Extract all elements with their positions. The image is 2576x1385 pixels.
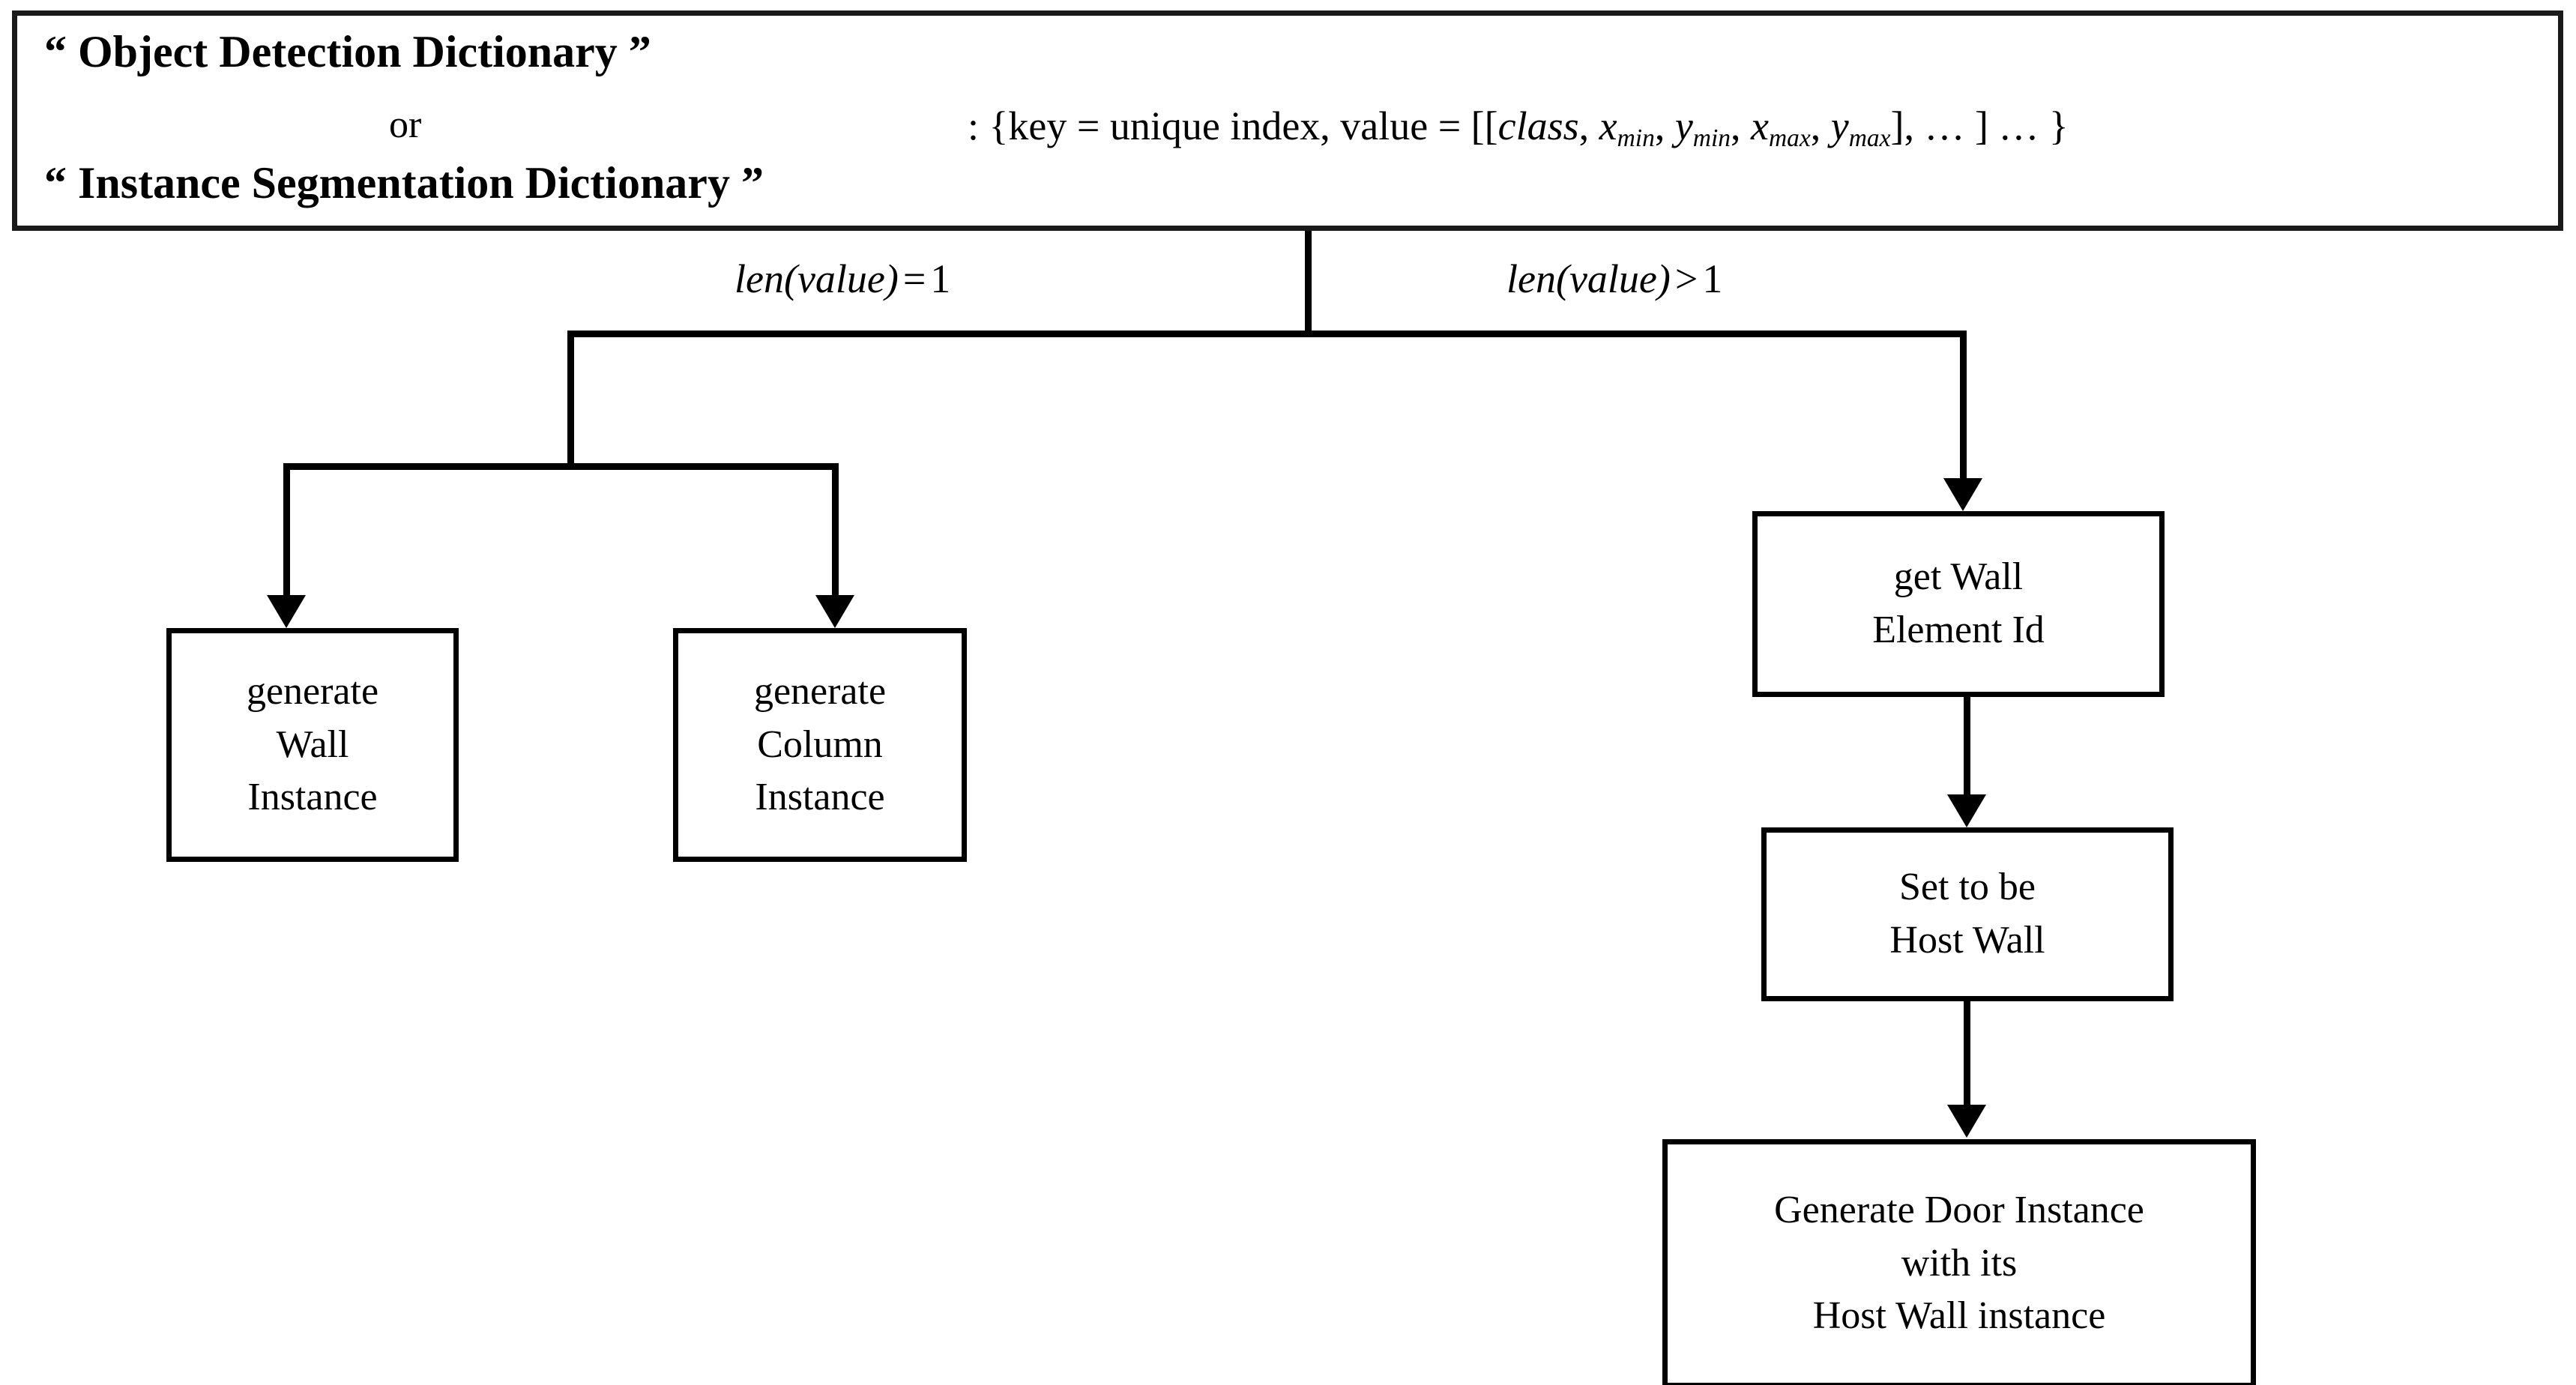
branch-right-operator: > xyxy=(1674,256,1698,301)
formula-var-xmax: xmax xyxy=(1751,103,1811,152)
node-set-to-be-host-wall[interactable]: Set to be Host Wall xyxy=(1761,827,2174,1001)
formula-sep-2: , xyxy=(1731,103,1751,148)
formula-var-xmin: xmin xyxy=(1599,103,1655,152)
node-generate-column-instance-line-2: Instance xyxy=(755,776,885,819)
dictionary-root-box: “ Object Detection Dictionary ” or “ Ins… xyxy=(12,10,2563,231)
node-generate-column-instance-line-0: generate xyxy=(753,669,887,713)
branch-right-operand: 1 xyxy=(1702,256,1723,301)
formula-sep-3: , xyxy=(1810,103,1831,148)
arrow-wallid-to-hostwall-line xyxy=(1964,697,1970,799)
arrow-to-get-wall-id-line xyxy=(1960,331,1967,483)
node-generate-column-instance[interactable]: generate Column Instance xyxy=(673,628,967,862)
formula-suffix: ], … ] … } xyxy=(1890,103,2069,148)
branch-right-func: len(value) xyxy=(1506,256,1671,301)
node-generate-wall-instance-line-0: generate xyxy=(246,669,379,713)
node-generate-door-instance[interactable]: Generate Door Instance with its Host Wal… xyxy=(1662,1139,2256,1385)
left-branch-vertical xyxy=(567,331,574,469)
node-generate-column-instance-line-1: Column xyxy=(757,722,883,766)
node-generate-door-instance-line-2: Host Wall instance xyxy=(1812,1294,2106,1338)
branch-left-operator: = xyxy=(902,256,926,301)
node-generate-door-instance-line-1: with its xyxy=(1901,1241,2018,1285)
arrow-to-generate-column-line xyxy=(832,463,839,600)
root-split-stem xyxy=(1305,231,1312,337)
node-get-wall-element-id-line-0: get Wall xyxy=(1893,555,2024,599)
node-get-wall-element-id-line-1: Element Id xyxy=(1872,609,2045,651)
dictionary-formula: : {key = unique index, value = [[class, … xyxy=(968,103,2069,152)
arrow-wallid-to-hostwall-head xyxy=(1947,794,1986,827)
node-generate-wall-instance-line-2: Instance xyxy=(247,776,378,819)
right-branch-horizontal xyxy=(1305,331,1967,337)
arrow-hostwall-to-door-head xyxy=(1947,1105,1986,1138)
formula-class-var: class xyxy=(1497,103,1579,148)
branch-condition-right: len(value)>1 xyxy=(1506,259,1722,299)
formula-sep-0: , xyxy=(1578,103,1599,148)
formula-prefix: : {key = unique index, value = [[ xyxy=(968,103,1498,148)
instance-segmentation-dictionary-label: “ Instance Segmentation Dictionary ” xyxy=(44,158,764,208)
formula-var-ymin: ymin xyxy=(1674,103,1731,152)
branch-left-operand: 1 xyxy=(930,256,951,301)
object-detection-dictionary-label: “ Object Detection Dictionary ” xyxy=(44,27,651,76)
node-set-to-be-host-wall-line-1: Host Wall xyxy=(1889,919,2045,962)
left-branch-horizontal xyxy=(567,331,1308,337)
arrow-to-generate-wall-head xyxy=(267,595,306,628)
branch-condition-left: len(value)=1 xyxy=(735,259,950,299)
node-generate-wall-instance-line-1: Wall xyxy=(276,722,349,766)
branch-left-func: len(value) xyxy=(735,256,899,301)
left-subsplit-horizontal xyxy=(283,463,839,470)
or-label: or xyxy=(389,103,422,146)
arrow-to-generate-wall-line xyxy=(283,463,290,600)
node-generate-door-instance-line-0: Generate Door Instance xyxy=(1774,1188,2144,1231)
node-generate-wall-instance[interactable]: generate Wall Instance xyxy=(166,628,459,862)
arrow-to-get-wall-id-head xyxy=(1943,478,1982,511)
arrow-to-generate-column-head xyxy=(815,595,854,628)
node-get-wall-element-id[interactable]: get Wall Element Id xyxy=(1752,511,2165,697)
formula-var-ymax: ymax xyxy=(1830,103,1891,152)
formula-sep-1: , xyxy=(1654,103,1675,148)
arrow-hostwall-to-door-line xyxy=(1964,1001,1970,1108)
node-set-to-be-host-wall-line-0: Set to be xyxy=(1899,866,2036,909)
